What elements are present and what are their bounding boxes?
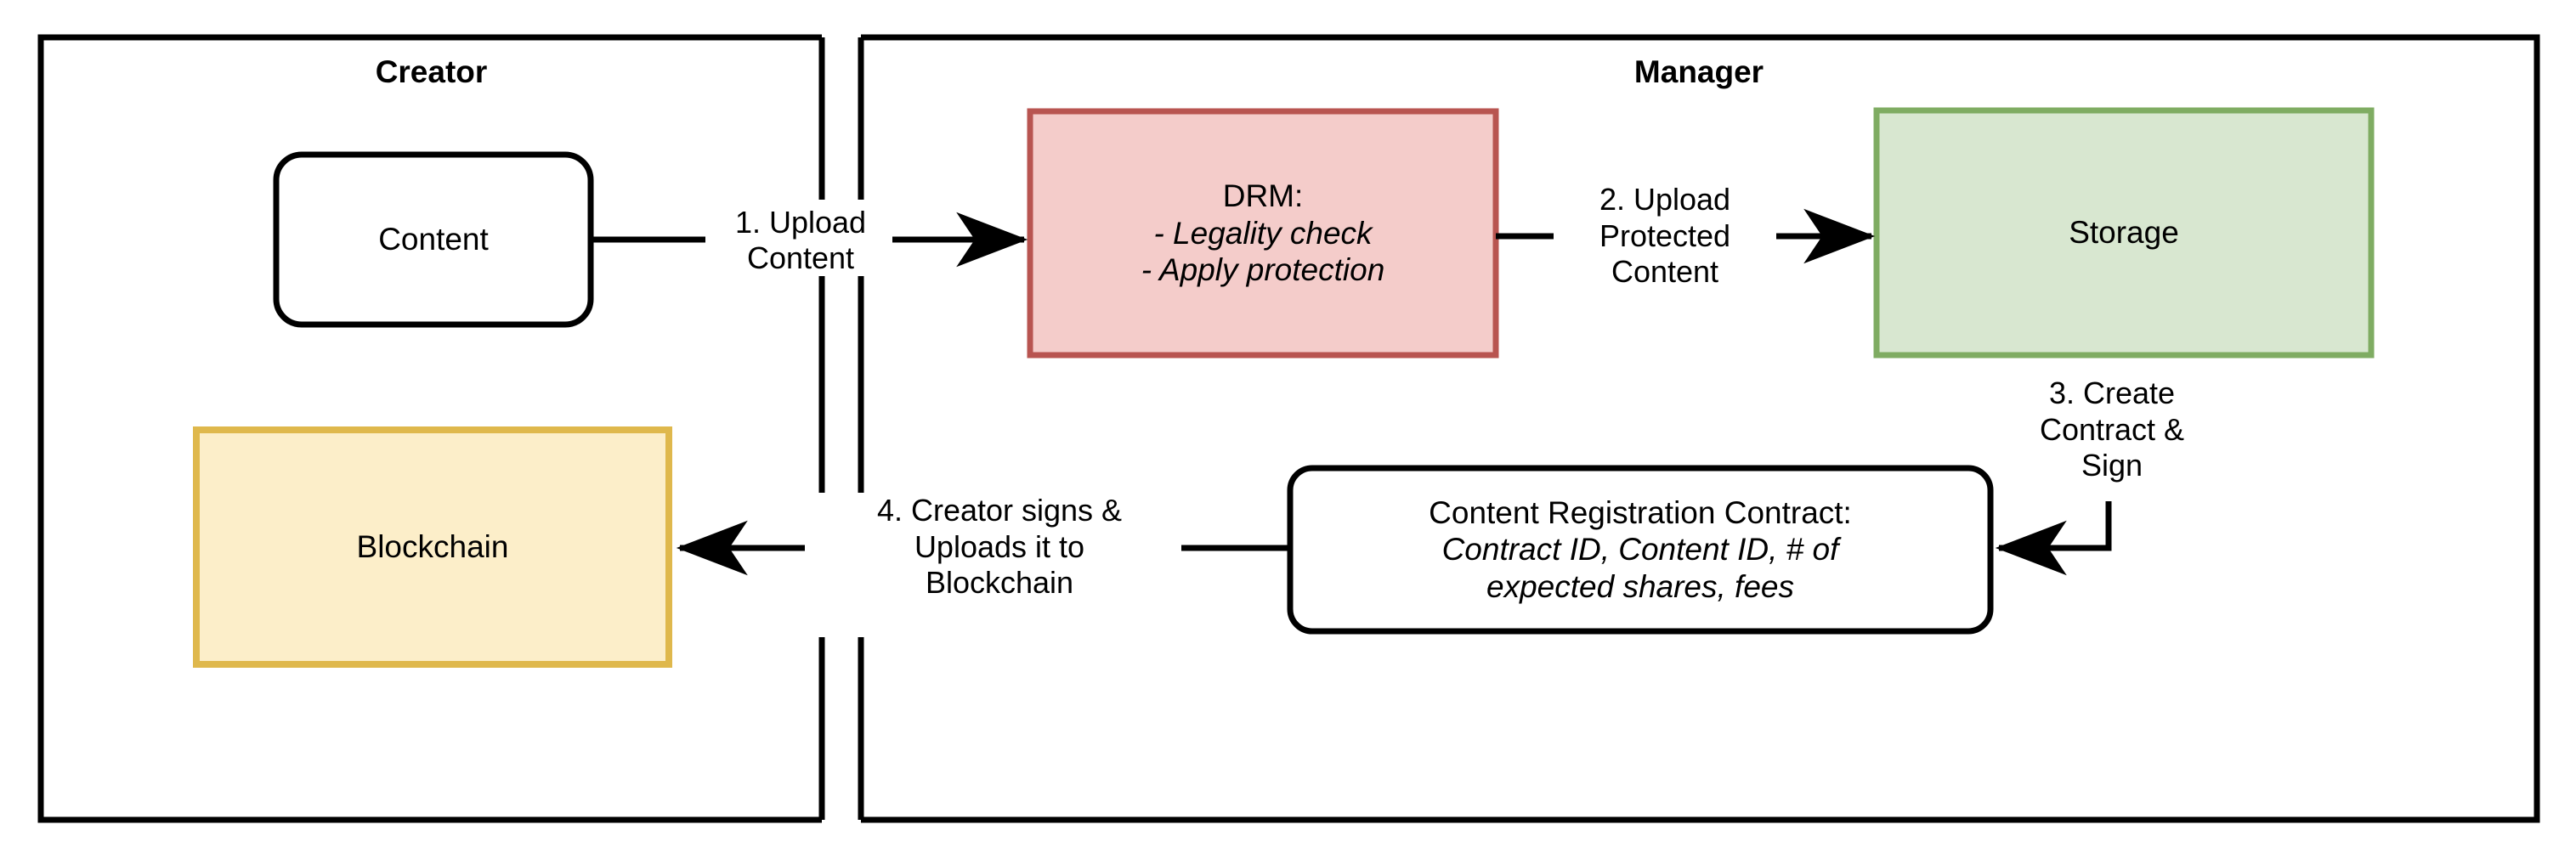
panel-title-manager: Manager	[1633, 54, 1764, 89]
creator-panel-frame	[37, 34, 825, 823]
edge-2-label-line-2: Protected	[1599, 217, 1731, 253]
node-contract-line-2: expected shares, fees	[1486, 568, 1794, 604]
node-drm-title: DRM:	[1222, 178, 1304, 214]
node-contract-line-1: Contract ID, Content ID, # of	[1441, 532, 1839, 568]
edge-4-label: 4. Creator signs & Uploads it to Blockch…	[803, 474, 1196, 620]
panel-title-creator: Creator	[375, 54, 488, 89]
node-drm-line-2: - Apply protection	[1141, 252, 1385, 288]
edge-1-label-line-1: 1. Upload	[734, 204, 867, 240]
edge-3-create-contract-sign	[1995, 501, 2112, 576]
node-contract-label-wrap: Content Registration Contract: Contract …	[1290, 468, 1990, 631]
edge-3-label: 3. Create Contract & Sign	[1989, 358, 2235, 502]
node-content-label-wrap: Content	[276, 155, 591, 325]
edge-4-label-line-2: Uploads it to	[914, 528, 1085, 564]
edge-3-label-line-2: Contract &	[2039, 411, 2185, 447]
node-drm-label-wrap: DRM: - Legality check - Apply protection	[1030, 111, 1496, 355]
node-content-label: Content	[378, 222, 489, 257]
edge-1-label-line-2: Content	[746, 240, 855, 275]
node-storage-shape	[1873, 107, 2375, 359]
node-contract-title: Content Registration Contract:	[1429, 494, 1852, 530]
edge-2-label-line-1: 2. Upload	[1599, 182, 1731, 217]
node-blockchain-shape	[193, 426, 672, 668]
edge-2-label: 2. Upload Protected Content	[1547, 153, 1783, 319]
node-drm-line-1: - Legality check	[1153, 215, 1373, 251]
edge-4-label-line-3: Blockchain	[925, 565, 1074, 601]
node-storage-label: Storage	[2069, 215, 2179, 251]
manager-panel-frame	[858, 34, 2540, 823]
node-storage-label-wrap: Storage	[1877, 110, 2371, 355]
edge-2-label-line-3: Content	[1611, 254, 1719, 290]
edge-4-label-line-1: 4. Creator signs &	[876, 493, 1123, 528]
edge-1-label: 1. Upload Content	[697, 173, 904, 308]
node-blockchain-label: Blockchain	[356, 529, 509, 565]
edge-3-label-line-3: Sign	[2081, 448, 2143, 483]
edge-3-label-line-1: 3. Create	[2048, 376, 2176, 411]
node-blockchain-label-wrap: Blockchain	[196, 430, 669, 664]
node-drm-shape	[1027, 108, 1499, 359]
